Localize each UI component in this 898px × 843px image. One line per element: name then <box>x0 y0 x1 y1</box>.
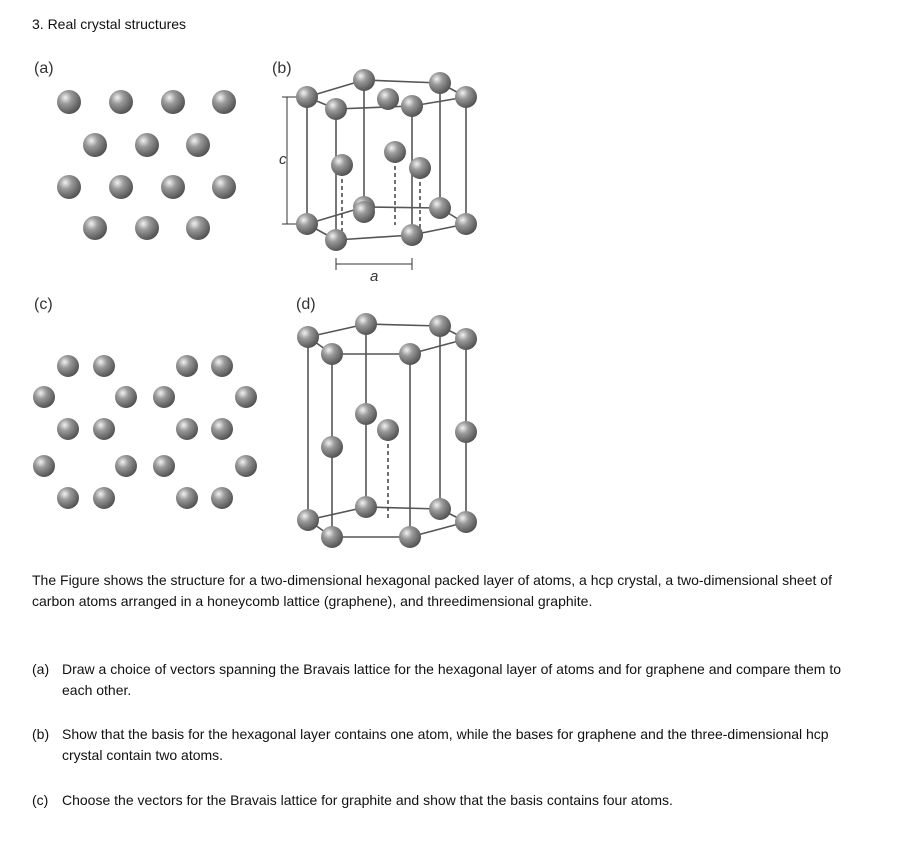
hexagonal-layer-atom <box>109 90 133 114</box>
graphene-atom <box>176 418 198 440</box>
graphene-atom <box>93 355 115 377</box>
graphite-atom <box>321 343 343 365</box>
graphene-atom <box>57 355 79 377</box>
question-c: (c) Choose the vectors for the Bravais la… <box>32 790 872 811</box>
graphite-atom <box>399 526 421 548</box>
hexagonal-layer-atom <box>109 175 133 199</box>
hexagonal-layer-atom <box>83 133 107 157</box>
hcp-atom <box>401 95 423 117</box>
graphite-atom <box>455 511 477 533</box>
crystal-structures-figure: c a <box>33 69 477 548</box>
dimension-label-a: a <box>370 268 378 285</box>
hcp-atom <box>353 69 375 91</box>
problem-heading: 3. Real crystal structures <box>32 16 187 32</box>
graphite-atom <box>455 421 477 443</box>
question-b-label: (b) <box>32 726 50 742</box>
panel-label-b: (b) <box>272 60 292 77</box>
hexagonal-layer-atom <box>135 133 159 157</box>
hexagonal-layer-atom <box>161 175 185 199</box>
hexagonal-layer-atom <box>186 216 210 240</box>
graphite-atom <box>297 509 319 531</box>
graphene-atom <box>176 355 198 377</box>
panel-label-c: (c) <box>34 296 53 313</box>
hcp-atom <box>377 88 399 110</box>
hexagonal-layer-atom <box>83 216 107 240</box>
hcp-atom <box>353 201 375 223</box>
question-a: (a) Draw a choice of vectors spanning the… <box>32 659 872 701</box>
question-c-label: (c) <box>32 792 49 808</box>
hcp-atom <box>384 141 406 163</box>
hexagonal-layer-atom <box>57 175 81 199</box>
graphite-atom <box>429 315 451 337</box>
graphite-top-edge <box>365 323 441 327</box>
graphene-atom <box>115 455 137 477</box>
graphite-atom <box>297 326 319 348</box>
hcp-atom <box>429 197 451 219</box>
hcp-atom <box>296 86 318 108</box>
graphene-atom <box>153 455 175 477</box>
hcp-atom <box>325 98 347 120</box>
hcp-atom <box>331 154 353 176</box>
graphene-atom <box>33 455 55 477</box>
hcp-atom <box>409 157 431 179</box>
hcp-atom <box>401 224 423 246</box>
hcp-bottom-edge <box>363 206 441 209</box>
hcp-top-edge <box>335 105 413 110</box>
question-b-text: Show that the basis for the hexagonal la… <box>62 726 829 763</box>
hcp-bottom-edge <box>335 234 413 241</box>
hexagonal-layer-atom <box>57 90 81 114</box>
graphite-atom <box>355 313 377 335</box>
graphite-atom <box>429 498 451 520</box>
question-b: (b) Show that the basis for the hexagonal… <box>32 724 872 766</box>
hcp-top-edge <box>363 79 441 84</box>
graphite-bottom-edge <box>365 506 441 510</box>
hcp-atom <box>325 229 347 251</box>
panel-label-a: (a) <box>34 60 54 77</box>
graphite-atom <box>399 343 421 365</box>
graphene-atom <box>93 487 115 509</box>
graphene-atom <box>235 455 257 477</box>
intro-paragraph: The Figure shows the structure for a two… <box>32 572 832 609</box>
graphite-atom <box>455 328 477 350</box>
graphite-atom <box>355 403 377 425</box>
hexagonal-layer-atom <box>212 175 236 199</box>
graphene-atom <box>153 386 175 408</box>
dimension-label-c: c <box>279 151 287 168</box>
graphite-atom <box>321 526 343 548</box>
graphene-atom <box>57 487 79 509</box>
graphene-atom <box>115 386 137 408</box>
graphene-atom <box>235 386 257 408</box>
hcp-atom <box>296 213 318 235</box>
graphite-atom <box>321 436 343 458</box>
hexagonal-layer-atom <box>186 133 210 157</box>
hcp-atom <box>429 72 451 94</box>
graphene-atom <box>33 386 55 408</box>
hexagonal-layer-atom <box>135 216 159 240</box>
graphite-atom <box>377 419 399 441</box>
graphene-atom <box>211 418 233 440</box>
graphene-atom <box>176 487 198 509</box>
question-a-label: (a) <box>32 661 50 677</box>
graphene-atom <box>57 418 79 440</box>
hexagonal-layer-atom <box>161 90 185 114</box>
graphene-atom <box>211 487 233 509</box>
question-c-text: Choose the vectors for the Bravais latti… <box>62 792 673 808</box>
hcp-atom <box>455 213 477 235</box>
graphene-atom <box>211 355 233 377</box>
question-a-text: Draw a choice of vectors spanning the Br… <box>62 661 841 698</box>
graphite-atom <box>355 496 377 518</box>
panel-label-d: (d) <box>296 296 316 313</box>
hexagonal-layer-atom <box>212 90 236 114</box>
hcp-atom <box>455 86 477 108</box>
graphene-atom <box>93 418 115 440</box>
